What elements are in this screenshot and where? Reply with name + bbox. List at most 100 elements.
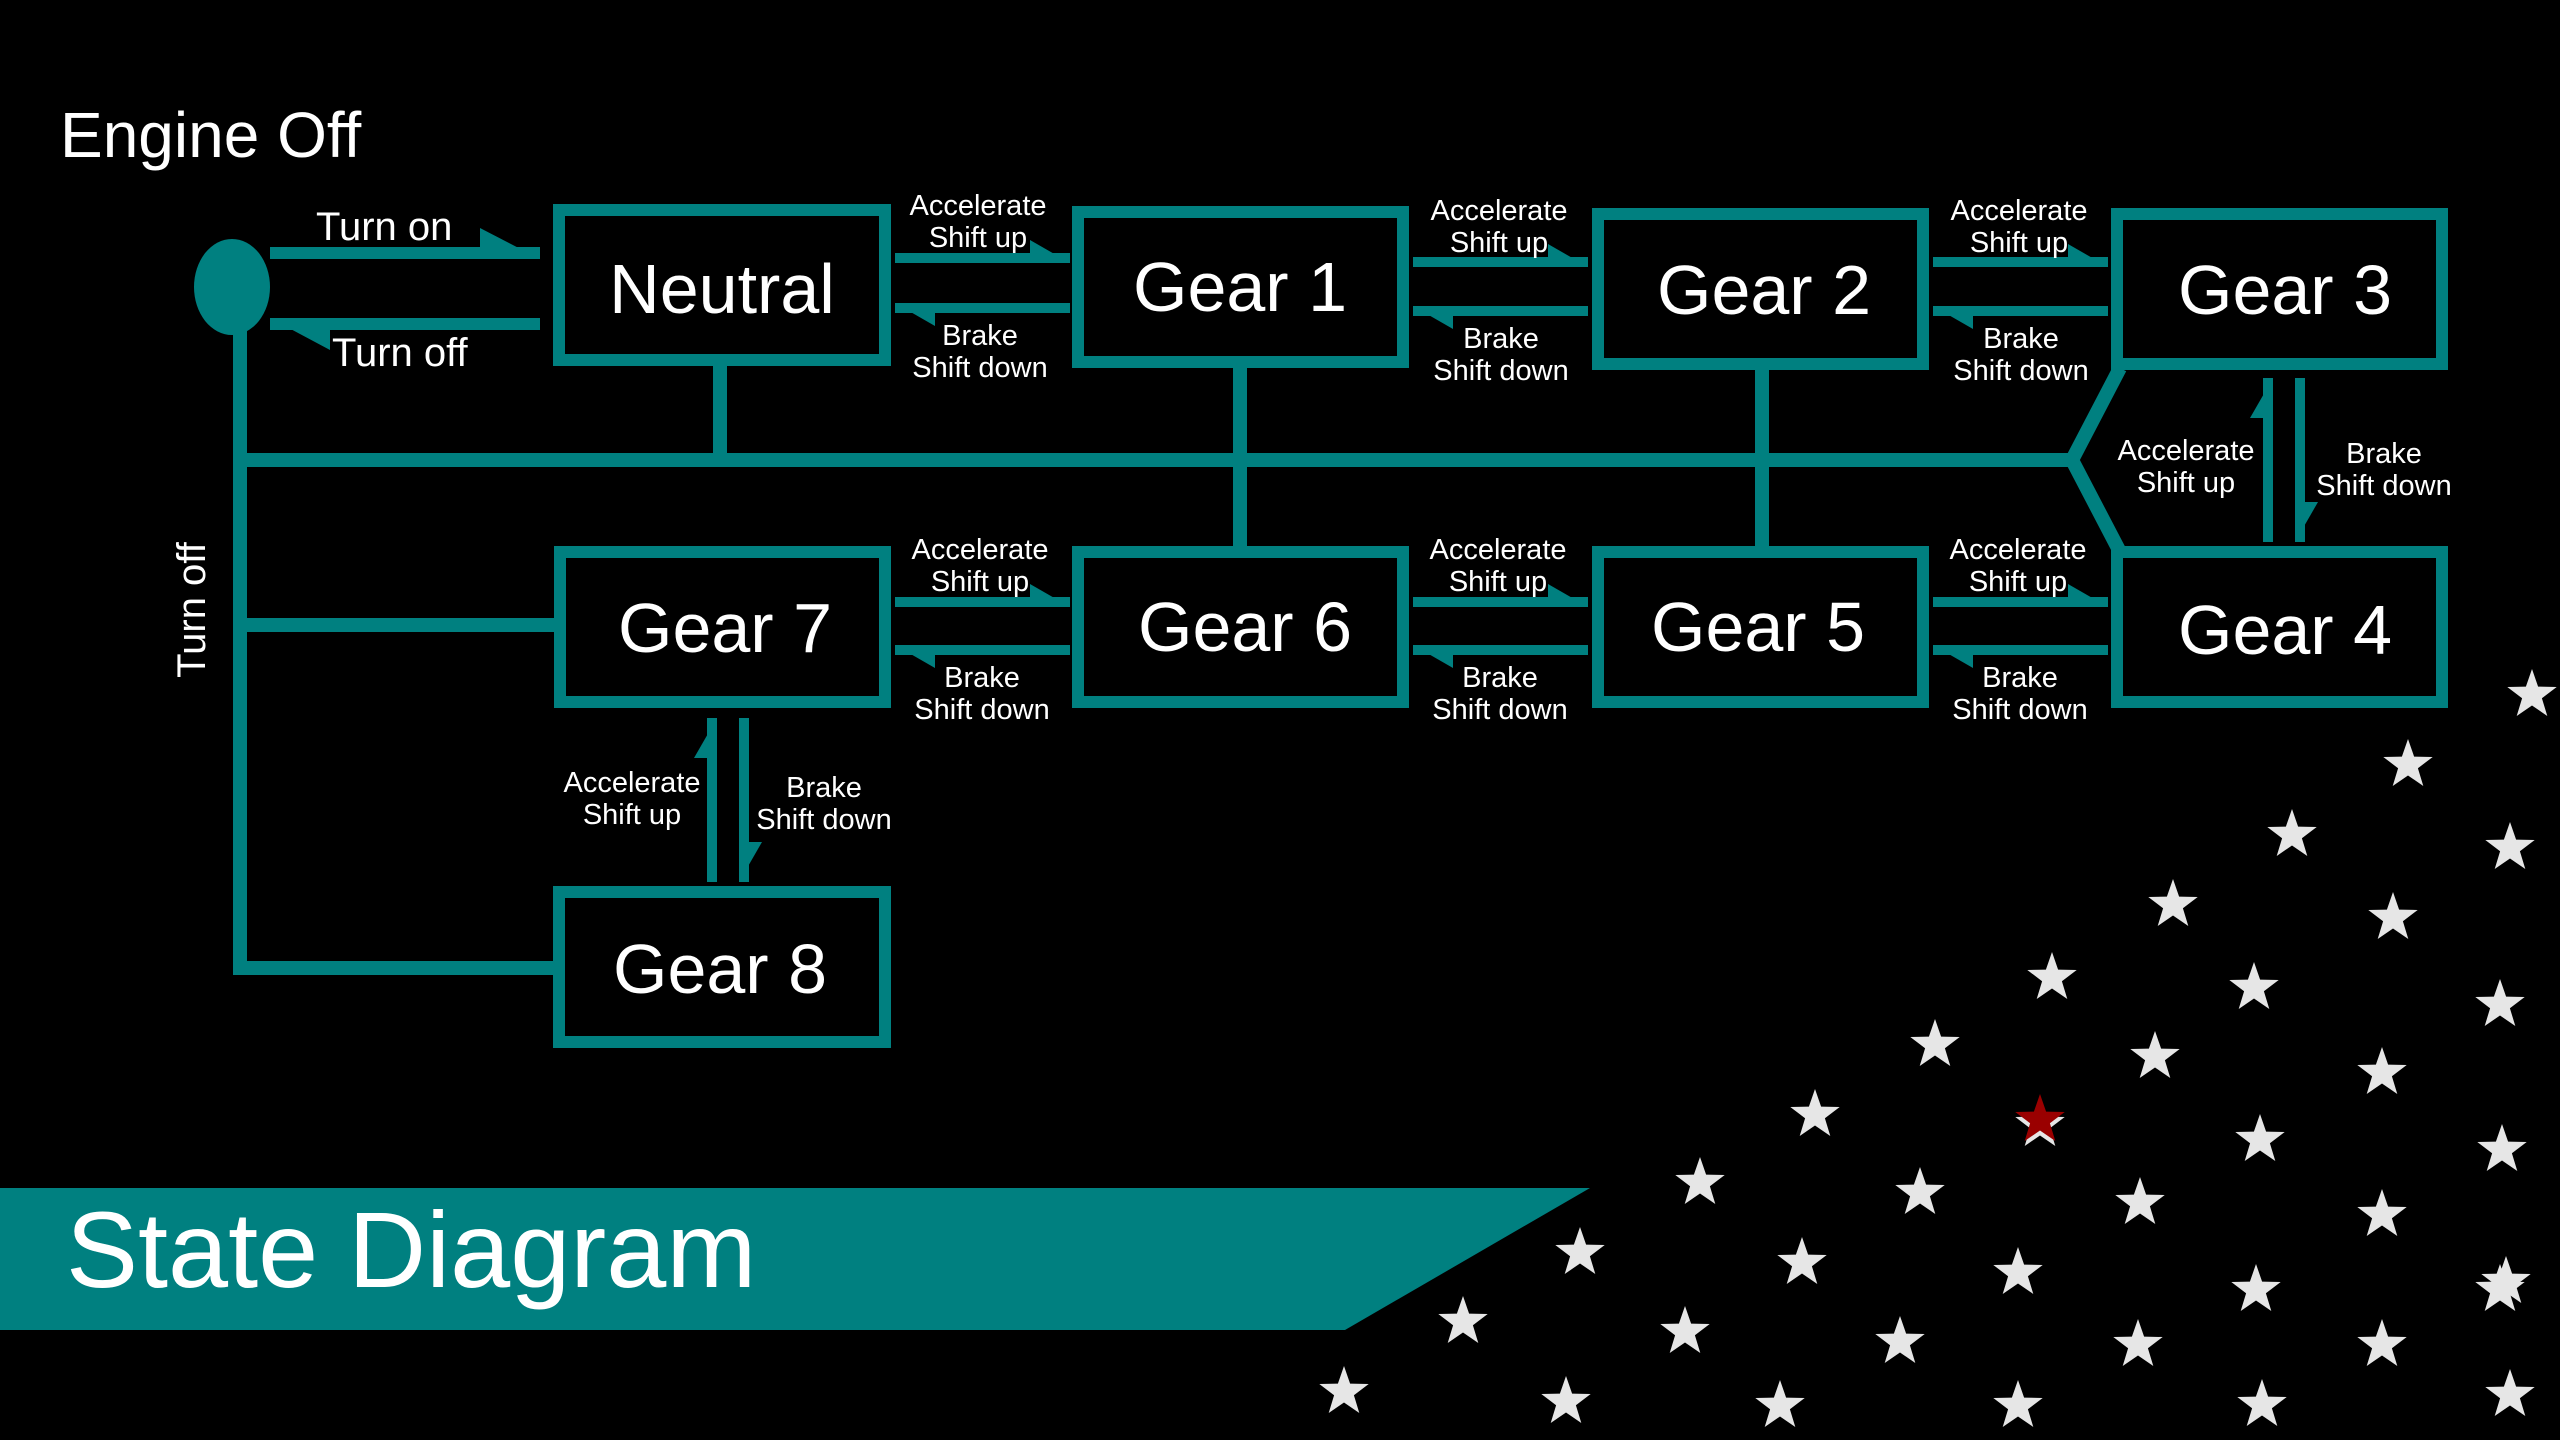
star-icon xyxy=(2357,1319,2407,1366)
shift-down-label: Shift down xyxy=(1433,355,1568,387)
accelerate-label: Accelerate xyxy=(1429,534,1566,566)
shift-up-arrowhead xyxy=(1030,240,1070,263)
shift-up-label: Shift up xyxy=(1969,566,2067,598)
shift-down-arrow xyxy=(895,645,1070,655)
state-gear4-label: Gear 4 xyxy=(2178,591,2392,669)
accelerate-label: Accelerate xyxy=(911,534,1048,566)
star-icon xyxy=(1660,1306,1710,1353)
shift-down-arrow xyxy=(1933,645,2108,655)
state-gear5: Gear 5 xyxy=(1592,546,1929,708)
brake-label: Brake xyxy=(786,772,862,804)
star-icon xyxy=(2475,979,2525,1026)
shift-up-label: Shift up xyxy=(583,799,681,831)
shift-down-arrowhead xyxy=(2295,502,2318,542)
state-gear6: Gear 6 xyxy=(1072,546,1409,708)
state-gear8-label: Gear 8 xyxy=(613,930,827,1008)
brake-label: Brake xyxy=(1982,662,2058,694)
shift-down-label: Shift down xyxy=(1432,694,1567,726)
star-icon xyxy=(1541,1376,1591,1423)
star-icon xyxy=(2267,809,2317,856)
shift-down-arrowhead xyxy=(1933,306,1973,329)
star-icon xyxy=(2383,739,2433,786)
state-neutral: Neutral xyxy=(553,204,891,366)
star-icon xyxy=(1875,1316,1925,1363)
state-gear1-label: Gear 1 xyxy=(1133,248,1347,326)
shift-up-arrow xyxy=(707,718,717,882)
shift-down-label: Shift down xyxy=(756,804,891,836)
connector-lines xyxy=(233,300,2127,975)
shift-down-arrowhead xyxy=(895,645,935,668)
shift-down-arrow xyxy=(1413,645,1588,655)
state-gear7-label: Gear 7 xyxy=(618,589,832,667)
star-icon xyxy=(2477,1124,2527,1171)
shift-down-arrow xyxy=(739,718,749,882)
star-icon xyxy=(2357,1189,2407,1236)
shift-down-arrow xyxy=(895,303,1070,313)
star-icon xyxy=(2231,1264,2281,1311)
state-gear6-label: Gear 6 xyxy=(1138,588,1352,666)
star-icon xyxy=(1895,1167,1945,1214)
star-icon xyxy=(1993,1380,2043,1427)
shift-up-label: Shift up xyxy=(1450,227,1548,259)
state-gear3: Gear 3 xyxy=(2111,208,2448,370)
state-gear1: Gear 1 xyxy=(1072,206,1409,368)
state-gear3-label: Gear 3 xyxy=(2178,251,2392,329)
shift-down-arrow xyxy=(1933,306,2108,316)
star-icon xyxy=(2485,822,2535,869)
title-banner xyxy=(0,1188,1590,1330)
accelerate-label: Accelerate xyxy=(909,190,1046,222)
shift-up-arrowhead xyxy=(1548,584,1588,607)
star-icon xyxy=(2229,962,2279,1009)
star-icon xyxy=(2485,1369,2535,1416)
shift-up-label: Shift up xyxy=(931,566,1029,598)
star-icon xyxy=(1675,1157,1725,1204)
shift-down-arrowhead xyxy=(1413,306,1453,329)
star-icon xyxy=(2027,952,2077,999)
brake-label: Brake xyxy=(2346,438,2422,470)
accelerate-label: Accelerate xyxy=(1430,195,1567,227)
star-icon xyxy=(2148,879,2198,926)
star-icon xyxy=(1555,1227,1605,1274)
shift-down-label: Shift down xyxy=(1952,694,2087,726)
start-node xyxy=(194,239,270,335)
shift-up-arrowhead xyxy=(694,718,717,758)
shift-up-arrow xyxy=(1413,257,1588,267)
shift-down-label: Shift down xyxy=(912,352,1047,384)
shift-down-arrowhead xyxy=(1933,645,1973,668)
accelerate-label: Accelerate xyxy=(2117,435,2254,467)
shift-up-arrow xyxy=(895,253,1070,263)
shift-down-arrow xyxy=(1413,306,1588,316)
state-gear7: Gear 7 xyxy=(554,546,891,708)
slide-heading: Engine Off xyxy=(60,99,361,171)
star-icon xyxy=(2507,669,2557,716)
star-icon xyxy=(2357,1047,2407,1094)
decorative-stars xyxy=(1319,669,2557,1427)
shift-up-arrow xyxy=(1413,597,1588,607)
shift-down-label: Shift down xyxy=(2316,470,2451,502)
star-icon xyxy=(2237,1379,2287,1426)
brake-label: Brake xyxy=(1462,662,1538,694)
star-icon xyxy=(1319,1366,1369,1413)
star-icon xyxy=(1790,1089,1840,1136)
state-boxes: Neutral Gear 1 Gear 2 Gear 3 Gear 7 Gear… xyxy=(553,204,2448,1048)
star-icon xyxy=(1993,1247,2043,1294)
shift-down-arrowhead xyxy=(1413,645,1453,668)
shift-up-arrow xyxy=(2263,378,2273,542)
star-icon xyxy=(2115,1177,2165,1224)
shift-up-label: Shift up xyxy=(2137,467,2235,499)
shift-down-arrowhead xyxy=(895,303,935,326)
brake-label: Brake xyxy=(944,662,1020,694)
brake-label: Brake xyxy=(1463,323,1539,355)
star-icon xyxy=(2130,1031,2180,1078)
shift-up-label: Shift up xyxy=(929,222,1027,254)
star-icon xyxy=(2368,892,2418,939)
star-icon xyxy=(1777,1237,1827,1284)
slide-title: State Diagram xyxy=(66,1189,756,1310)
